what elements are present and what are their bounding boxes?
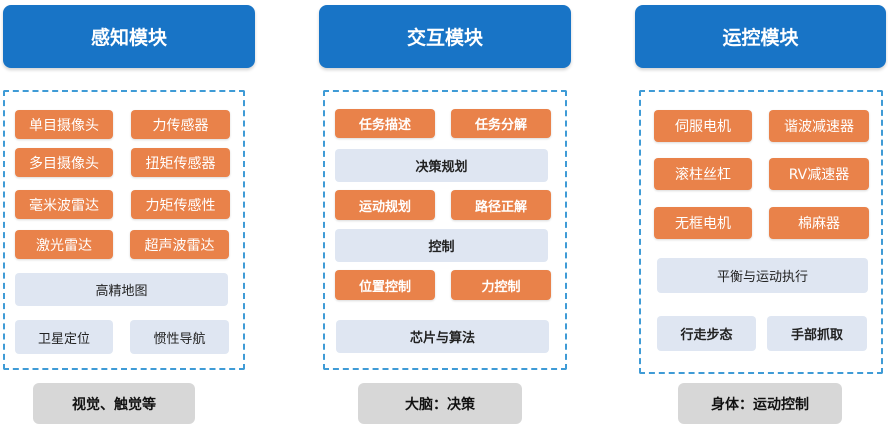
position-control-tile: 位置控制 <box>335 270 435 300</box>
inertial-nav-tile: 惯性导航 <box>130 320 229 354</box>
perception-module-header: 感知模块 <box>3 5 255 68</box>
harmonic-reducer-tile: 谐波减速器 <box>769 110 869 142</box>
mmwave-radar-tile: 毫米波雷达 <box>15 190 113 219</box>
ultrasonic-radar-tile: 超声波雷达 <box>130 230 229 259</box>
gnss-tile: 卫星定位 <box>15 320 113 354</box>
balance-execution-tile: 平衡与运动执行 <box>657 258 868 293</box>
hand-grasp-tile: 手部抓取 <box>767 316 867 351</box>
lidar-tile: 激光雷达 <box>15 230 113 259</box>
interaction-module-frame <box>323 90 567 370</box>
task-description-tile: 任务描述 <box>335 109 435 138</box>
hd-map-tile: 高精地图 <box>15 273 228 306</box>
interaction-module-footer: 大脑：决策 <box>358 383 522 424</box>
decision-planning-tile: 决策规划 <box>335 149 548 182</box>
perception-module-footer: 视觉、触觉等 <box>33 383 195 424</box>
control-tile: 控制 <box>335 229 548 262</box>
torque-sensor-tile: 扭矩传感器 <box>131 148 230 177</box>
servo-motor-tile: 伺服电机 <box>654 110 752 142</box>
force-sensor-tile: 力传感器 <box>131 110 230 139</box>
motion-control-module-header: 运控模块 <box>635 5 886 68</box>
force-control-tile: 力控制 <box>451 270 551 300</box>
task-decomposition-tile: 任务分解 <box>451 109 551 138</box>
force-torque-sensor-tile: 力矩传感性 <box>131 190 230 219</box>
motion-control-module-footer: 身体：运动控制 <box>678 383 842 424</box>
walking-gait-tile: 行走步态 <box>657 316 756 351</box>
multi-camera-tile: 多目摄像头 <box>15 148 113 177</box>
interaction-module-header: 交互模块 <box>319 5 571 68</box>
motion-planning-tile: 运动规划 <box>335 190 435 220</box>
frameless-motor-tile: 无框电机 <box>654 207 752 239</box>
cotton-reducer-tile: 棉麻器 <box>769 207 869 239</box>
roller-screw-tile: 滚柱丝杠 <box>654 158 752 190</box>
mono-camera-tile: 单目摄像头 <box>15 110 113 139</box>
rv-reducer-tile: RV减速器 <box>769 158 869 190</box>
chips-algorithms-tile: 芯片与算法 <box>336 320 549 353</box>
path-correction-tile: 路径正解 <box>451 190 551 220</box>
motion-control-module-frame <box>639 90 883 374</box>
perception-module-frame <box>3 90 245 370</box>
